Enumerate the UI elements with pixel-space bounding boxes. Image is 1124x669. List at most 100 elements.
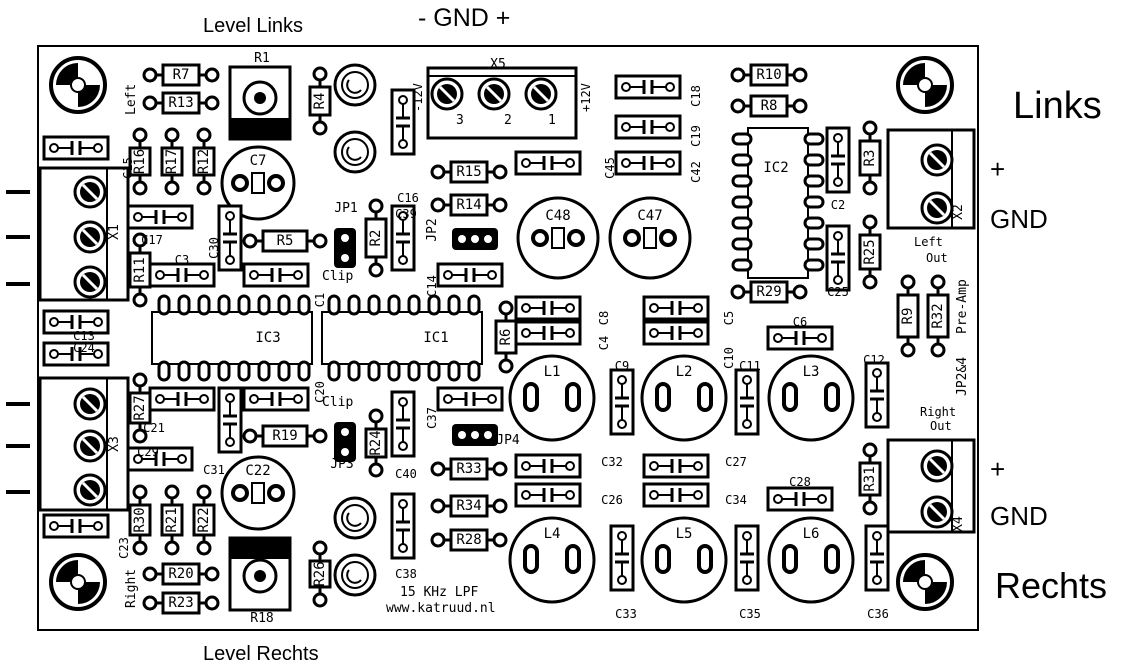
label-c14: C14 [425,275,439,297]
x4-terminal-2 [920,449,954,483]
label-jp4: JP4 [496,433,520,448]
capacitor-c31 [217,386,243,454]
capacitor-c29 [126,446,194,472]
resistor-r31 [858,442,882,516]
capacitor-c5 [642,295,710,321]
x1-terminal-2 [73,220,107,254]
part-labels: R7R13R10R8R15R14R5R29R33R34R28R19R20R23R… [73,51,966,626]
label-l5: L5 [676,526,693,542]
resistor-r7 [142,63,220,87]
label-c19: C19 [689,125,703,147]
label-c16: C16 [397,191,419,205]
ic-pins [157,132,825,382]
x1-terminal-1 [73,265,107,299]
label-ic2: IC2 [763,160,788,176]
label-jp2: JP2 [425,218,440,241]
label-c6: C6 [793,315,807,329]
x3-terminal-1 [73,473,107,507]
clip-label-bottom: Clip [322,395,353,410]
mounting-hole-top-left [49,56,107,114]
resistor-r16 [128,127,152,196]
label-ic1: IC1 [423,330,448,346]
label-x3: X3 [107,436,122,452]
inductor-l1 [508,354,596,442]
out-right-gnd: GND [990,501,1048,531]
footer-line-2: www.katruud.nl [386,601,496,616]
capacitor-c14 [436,262,504,288]
label-r15: R15 [456,164,481,180]
left-out-label-2: Out [926,251,948,265]
capacitor-c11 [734,368,760,436]
resistor-r14 [430,193,508,217]
out-right-plus: + [990,454,1005,484]
label-jp1: JP1 [334,201,357,216]
label-c28: C28 [789,475,811,489]
label-c8: C8 [597,311,611,325]
label-c27: C27 [725,455,747,469]
resistor-r29 [730,280,808,304]
label-c1: C1 [313,293,327,307]
x5-terminal-3 [430,77,464,111]
label-r24: R24 [368,430,384,455]
label-c17: C17 [141,233,163,247]
label-r25: R25 [862,239,878,264]
resistor-r25 [858,214,882,290]
label-c32: C32 [601,455,623,469]
capacitor-c36 [864,524,890,592]
capacitor-c27 [642,453,710,479]
label-r1: R1 [254,51,270,66]
resistor-r30 [128,484,152,556]
jumper-jp1 [334,228,356,268]
capacitor-c33 [609,524,635,592]
label-c30: C30 [207,237,221,259]
large-components [220,145,855,604]
resistor-r21 [160,484,184,556]
electrolytic-c48 [516,196,600,280]
label-r13: R13 [168,95,193,111]
label-r33: R33 [456,461,481,477]
electrolytic-c22 [220,455,296,531]
connectors [38,66,976,534]
label-r30: R30 [132,507,148,532]
ic1-outline [321,311,483,365]
label-c29: C29 [137,445,159,459]
label-c10: C10 [722,347,736,369]
mounting-hole-bottom-left [49,553,107,611]
label-c39: C39 [395,207,417,221]
label-c5: C5 [722,311,736,325]
label-c9: C9 [615,359,629,373]
label-r9: R9 [900,308,916,325]
label-x2: X2 [951,204,966,220]
x4-terminal-1 [920,495,954,529]
resistor-r9 [896,274,920,358]
out-left-gnd: GND [990,204,1048,234]
label-c42: C42 [689,161,703,183]
label-c7: C7 [250,153,267,169]
resistor-r23 [142,591,220,615]
inductor-l2 [640,354,728,442]
level-links-label: Level Links [203,15,303,37]
label-r2: R2 [368,230,384,247]
side-right-label: Right [124,569,139,608]
label-c4: C4 [597,336,611,350]
inductor-l3 [767,354,855,442]
capacitor-c13 [42,309,110,335]
label-l3: L3 [803,364,820,380]
x2-terminal-2 [920,143,954,177]
inductor-l5 [640,516,728,604]
capacitor-c42 [614,150,682,176]
label-jp3: JP3 [330,457,353,472]
label-c15: C15 [121,157,135,179]
label-r22: R22 [196,507,212,532]
label-c25: C25 [827,285,849,299]
resistor-r34 [430,494,508,518]
x1-terminal-3 [73,175,107,209]
led-3 [333,496,377,540]
capacitor-c4 [514,320,582,346]
label-r20: R20 [168,566,193,582]
capacitor-c21 [148,386,216,412]
resistor-r4 [308,66,332,136]
resistor-r3 [858,120,882,196]
rechts-label: Rechts [995,565,1107,606]
label-r12: R12 [196,149,212,174]
